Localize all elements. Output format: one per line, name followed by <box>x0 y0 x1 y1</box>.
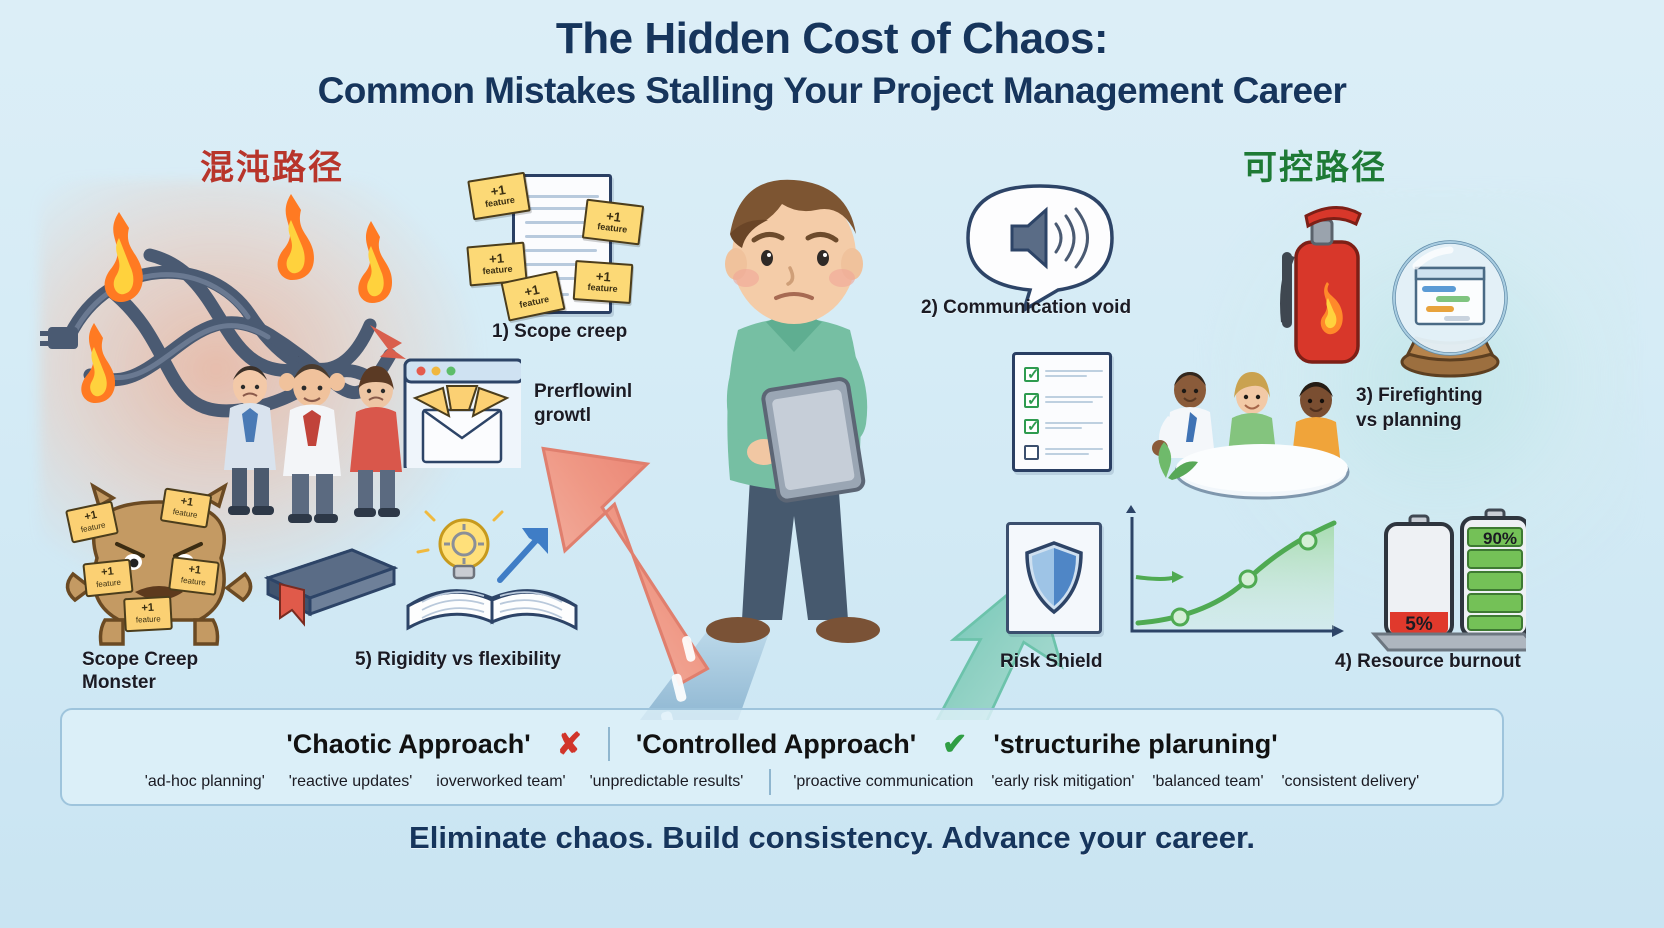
title-block: The Hidden Cost of Chaos: Common Mistake… <box>0 14 1664 112</box>
sticky-word: feature <box>596 221 628 235</box>
road-arrows <box>541 446 1064 720</box>
tag-overworked-team: ioverworked team' <box>436 773 566 790</box>
svg-text:+1: +1 <box>188 563 202 576</box>
check-icon <box>1024 365 1040 383</box>
caption-rigidity: 5) Rigidity vs flexibility <box>355 649 561 670</box>
speaker-icon <box>966 184 1114 312</box>
flame-icon <box>104 212 143 302</box>
flame-icon <box>277 194 314 280</box>
svg-text:+1: +1 <box>180 495 194 509</box>
tag-balanced-team: 'balanced team' <box>1152 773 1264 790</box>
sticky-note-icon: +1 feature <box>581 198 645 246</box>
svg-text:feature: feature <box>136 614 162 624</box>
svg-text:+1: +1 <box>101 565 115 578</box>
svg-text:90%: 90% <box>1483 529 1517 548</box>
divider <box>769 769 772 795</box>
svg-text:feature: feature <box>172 507 199 520</box>
battery-low-icon: 5% <box>1384 514 1454 638</box>
email-overflow-icon <box>403 358 521 468</box>
caption-overflow-line2: growtl <box>534 404 591 426</box>
structured-planning-label: 'structurihe plaruning' <box>993 728 1278 759</box>
controlled-tags: 'proactive communication 'early risk mit… <box>771 773 1419 791</box>
collaborative-team-icon <box>1152 372 1350 500</box>
person-with-tablet-icon <box>706 179 880 643</box>
flame-icon <box>358 221 393 303</box>
caption-scope-creep: 1) Scope creep <box>492 321 628 342</box>
page-subtitle: Common Mistakes Stalling Your Project Ma… <box>317 70 1347 111</box>
controlled-approach-label: 'Controlled Approach' <box>635 728 917 759</box>
sticky-word: feature <box>518 293 550 310</box>
approach-row: 'Chaotic Approach' ✘ 'Controlled Approac… <box>62 724 1502 764</box>
crystal-ball-icon <box>1392 240 1508 378</box>
svg-text:+1: +1 <box>83 509 98 523</box>
caption-overflow-line1: Prerflowinl <box>534 381 633 402</box>
lightbulb-icon <box>416 510 504 580</box>
scope-creep-document: +1 feature +1 feature +1 feature +1 feat… <box>466 168 650 322</box>
plant-icon <box>1158 442 1198 480</box>
fire-extinguisher-icon <box>1280 206 1362 364</box>
caption-firefighting-line2: vs planning <box>1356 409 1462 431</box>
check-icon <box>1024 391 1040 409</box>
growth-arrow-icon <box>497 528 548 583</box>
svg-text:5%: 5% <box>1405 614 1433 635</box>
battery-high-icon: 90% <box>1460 508 1526 638</box>
caption-communication-void: 2) Communication void <box>921 297 1132 318</box>
svg-text:feature: feature <box>96 578 122 590</box>
tag-consistent-delivery: 'consistent delivery' <box>1281 773 1420 790</box>
tags-row: 'ad-hoc planning' 'reactive updates' iov… <box>62 766 1502 798</box>
tag-early-risk-mitigation: 'early risk mitigation' <box>991 773 1135 790</box>
svg-text:+1: +1 <box>141 602 154 615</box>
chaos-path-label: 混沌路径 <box>200 149 344 187</box>
sticky-word: feature <box>484 194 516 210</box>
caption-monster-line2: Monster <box>82 672 156 694</box>
summary-panel: 'Chaotic Approach' ✘ 'Controlled Approac… <box>60 708 1504 806</box>
tag-ad-hoc-planning: 'ad-hoc planning' <box>144 773 265 790</box>
chaotic-tags: 'ad-hoc planning' 'reactive updates' iov… <box>145 773 770 791</box>
x-icon: ✘ <box>556 727 582 761</box>
sticky-word: feature <box>587 282 618 295</box>
check-icon <box>1024 417 1040 435</box>
risk-shield-card <box>1006 522 1102 634</box>
caption-risk-shield: Risk Shield <box>1000 651 1103 672</box>
caption-monster-line1: Scope Creep <box>82 649 199 670</box>
tag-proactive-communication: 'proactive communication <box>793 773 974 790</box>
caption-firefighting-line1: 3) Firefighting <box>1356 385 1483 406</box>
tag-unpredictable-results: 'unpredictable results' <box>589 773 744 790</box>
batteries-icon: 5% 90% <box>1370 508 1526 652</box>
tag-reactive-updates: 'reactive updates' <box>288 773 413 790</box>
control-path-label: 可控路径 <box>1243 149 1387 187</box>
growth-chart-icon <box>1126 505 1344 637</box>
caption-monster: Scope Creep Monster <box>82 648 198 694</box>
svg-text:feature: feature <box>180 575 206 587</box>
caption-firefighting: 3) Firefighting vs planning <box>1356 384 1483 433</box>
stressed-team-icon <box>224 356 402 523</box>
chaotic-approach-label: 'Chaotic Approach' <box>286 728 531 759</box>
check-icon: ✔ <box>942 727 968 761</box>
flame-icon <box>81 323 116 403</box>
shield-icon <box>1025 541 1083 615</box>
books-icon <box>263 510 578 631</box>
caption-overflow: Prerflowinl growtl <box>534 380 632 428</box>
checklist-icon <box>1012 352 1112 472</box>
empty-check-icon <box>1024 445 1039 460</box>
page-title: The Hidden Cost of Chaos: <box>555 14 1109 63</box>
flame-icon <box>1320 282 1343 335</box>
caption-resource-burnout: 4) Resource burnout <box>1335 651 1521 672</box>
divider <box>607 727 610 761</box>
sticky-note-icon: +1 feature <box>572 260 634 304</box>
footer-tagline: Eliminate chaos. Build consistency. Adva… <box>409 820 1255 855</box>
sticky-word: feature <box>482 263 513 277</box>
monster-icon: +1 feature +1 feature +1 feature +1 feat… <box>65 482 253 646</box>
